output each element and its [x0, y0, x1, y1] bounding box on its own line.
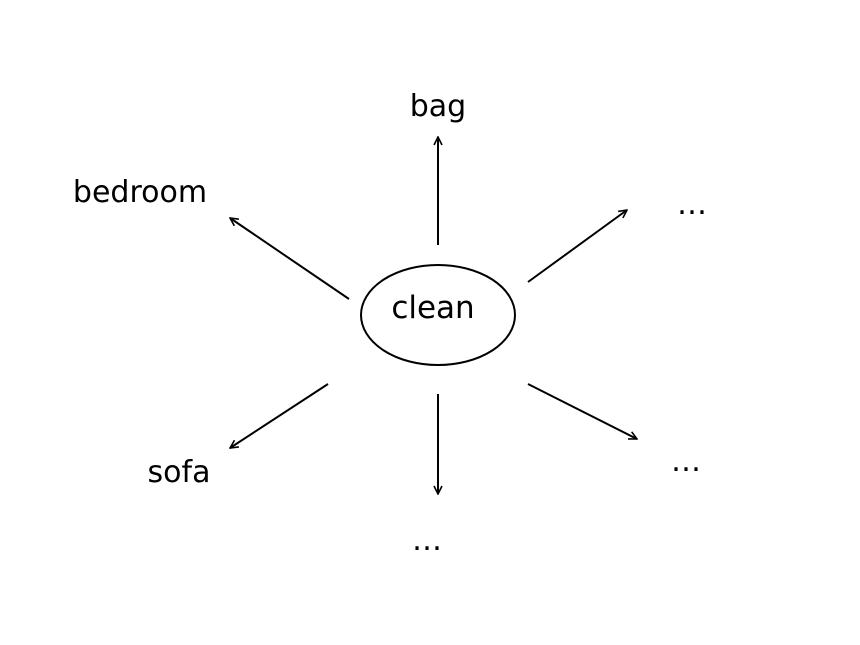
- node-label-lower-right-ellipsis: …: [671, 444, 701, 479]
- node-label-bag: bag: [410, 89, 466, 124]
- center-node-label: clean: [391, 290, 474, 326]
- edge-clean-to-sofa: [230, 383, 329, 448]
- center-node-ellipse: [360, 264, 516, 366]
- node-label-upper-right-ellipsis: …: [677, 187, 707, 222]
- edge-clean-to-upper-right: [527, 210, 627, 283]
- node-label-bedroom: bedroom: [73, 175, 207, 210]
- edge-clean-to-lower-right: [527, 383, 637, 440]
- edge-clean-to-bedroom: [230, 218, 350, 300]
- node-label-sofa: sofa: [148, 455, 211, 490]
- node-label-bottom-ellipsis: …: [412, 523, 442, 558]
